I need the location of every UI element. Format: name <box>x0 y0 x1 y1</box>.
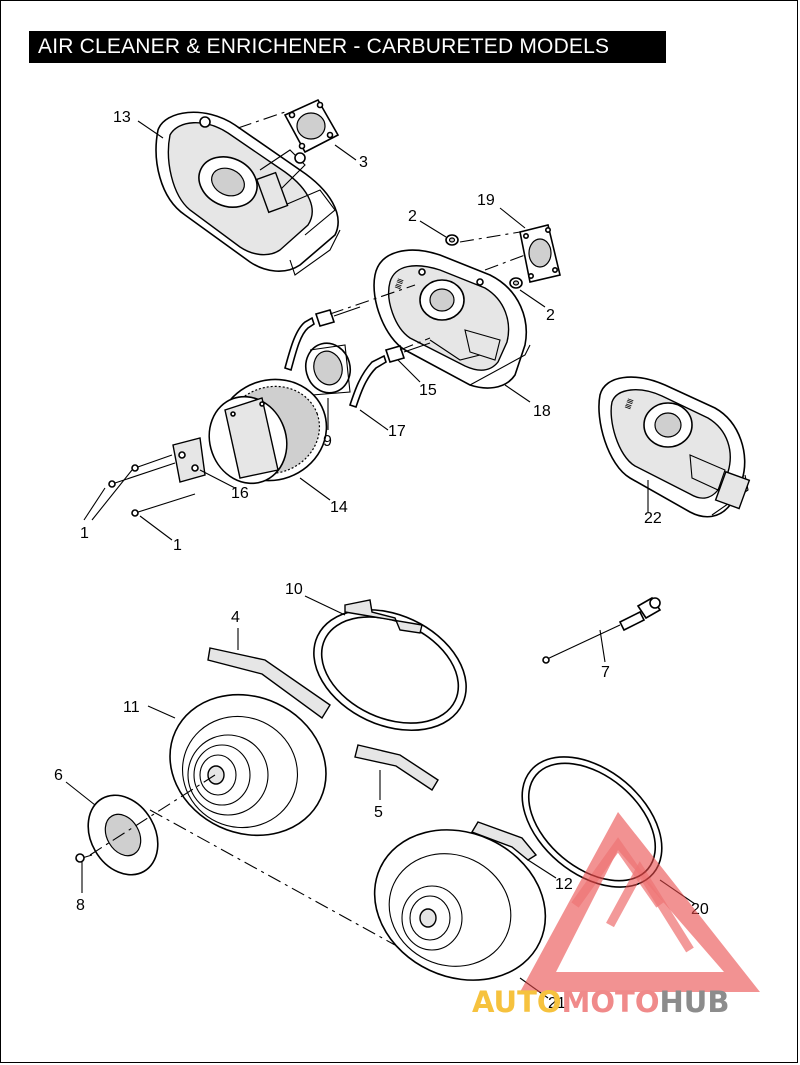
part-2-seal-upper <box>445 234 459 246</box>
callout-12: 12 <box>555 876 573 893</box>
diagram-title: AIR CLEANER & ENRICHENER - CARBURETED MO… <box>29 31 666 63</box>
callout-21: 21 <box>548 995 566 1012</box>
part-1-screw-a <box>108 462 176 488</box>
callout-9: 9 <box>323 433 332 450</box>
svg-text:ⅢⅢ: ⅢⅢ <box>393 277 405 290</box>
watermark-text-hub: HUB <box>660 985 730 1019</box>
part-9-support-bracket <box>304 342 352 396</box>
part-2-seal-lower <box>509 277 523 289</box>
part-8-screw <box>75 853 93 863</box>
callout-15: 15 <box>419 382 437 399</box>
callout-6: 6 <box>54 767 63 784</box>
callout-16: 16 <box>231 485 249 502</box>
part-5-insert <box>354 744 439 791</box>
callout-14: 14 <box>330 499 348 516</box>
part-17-breather-hose-upper <box>284 316 315 372</box>
callout-5: 5 <box>374 804 383 821</box>
part-19-gasket <box>519 224 561 283</box>
part-1-screw-b <box>131 454 173 472</box>
callout-1-right: 1 <box>173 537 182 554</box>
part-16-plate <box>172 437 206 483</box>
part-10-trim-ring <box>313 599 467 732</box>
part-3-gasket <box>283 98 340 154</box>
callout-13: 13 <box>113 109 131 126</box>
callout-17: 17 <box>388 423 406 440</box>
callout-11: 11 <box>123 699 140 716</box>
callout-19: 19 <box>477 192 495 209</box>
part-6-medallion <box>87 794 159 876</box>
watermark-text: AUTOMOTOHUB <box>472 985 729 1019</box>
callout-1-left: 1 <box>80 525 89 542</box>
part-11-cover <box>169 693 327 837</box>
svg-text:ⅢⅢ: ⅢⅢ <box>623 397 635 410</box>
part-21-cover <box>373 829 547 981</box>
watermark-triangle-icon <box>520 812 760 992</box>
part-7-enrichener-cable <box>542 596 662 664</box>
callout-3: 3 <box>359 154 368 171</box>
part-13-backplate <box>155 111 341 276</box>
callout-18: 18 <box>533 403 551 420</box>
part-17-breather-hose-lower <box>348 354 387 409</box>
callout-labels: 13 3 2 19 2 15 18 9 17 16 14 1 1 22 10 4… <box>54 109 709 1012</box>
callout-2-lower: 2 <box>546 307 555 324</box>
callout-2-upper: 2 <box>408 208 417 225</box>
part-18-backplate-assembly: ⅢⅢ <box>373 249 531 389</box>
callout-7: 7 <box>601 664 610 681</box>
part-1-screw-c <box>131 493 196 517</box>
part-15-breather-bolt-upper <box>314 306 361 327</box>
part-14-filter-element <box>208 378 328 485</box>
callout-4: 4 <box>231 609 240 626</box>
watermark-text-moto: MOTO <box>562 985 660 1019</box>
callout-8: 8 <box>76 897 85 914</box>
watermark-text-auto: AUTO <box>472 985 562 1019</box>
part-22-backplate: ⅢⅢ <box>598 376 751 518</box>
callout-22: 22 <box>644 510 662 527</box>
watermark-logo <box>520 812 760 992</box>
callout-10: 10 <box>285 581 303 598</box>
part-15-breather-bolt-lower <box>384 342 431 363</box>
part-4-insert <box>207 647 331 720</box>
